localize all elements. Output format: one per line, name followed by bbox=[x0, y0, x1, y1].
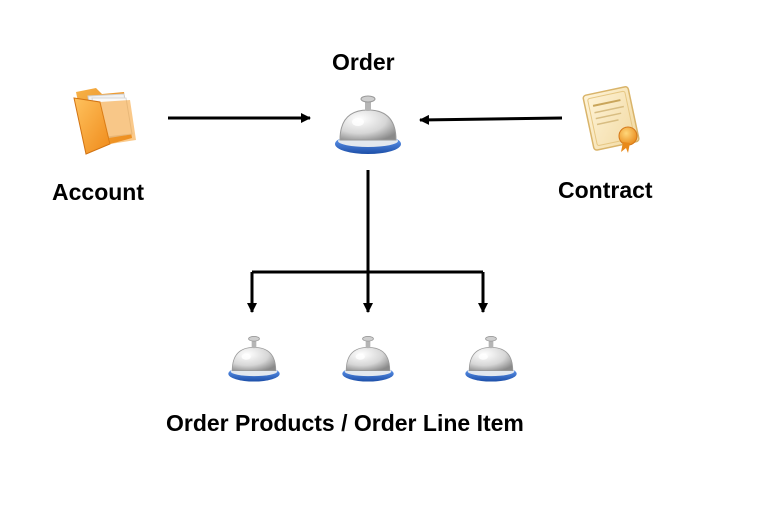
service-bell-icon bbox=[335, 95, 401, 154]
order-label: Order bbox=[332, 49, 395, 75]
folder-icon bbox=[73, 88, 136, 155]
service-bell-icon bbox=[228, 336, 280, 382]
contract-label: Contract bbox=[558, 177, 653, 203]
service-bell-icon bbox=[342, 336, 394, 382]
arrow-contract-to-order bbox=[419, 114, 563, 125]
service-bell-icon bbox=[465, 336, 517, 382]
order-line-items-label: Order Products / Order Line Item bbox=[166, 410, 524, 436]
account-label: Account bbox=[52, 179, 144, 205]
certificate-document-icon bbox=[582, 86, 640, 153]
